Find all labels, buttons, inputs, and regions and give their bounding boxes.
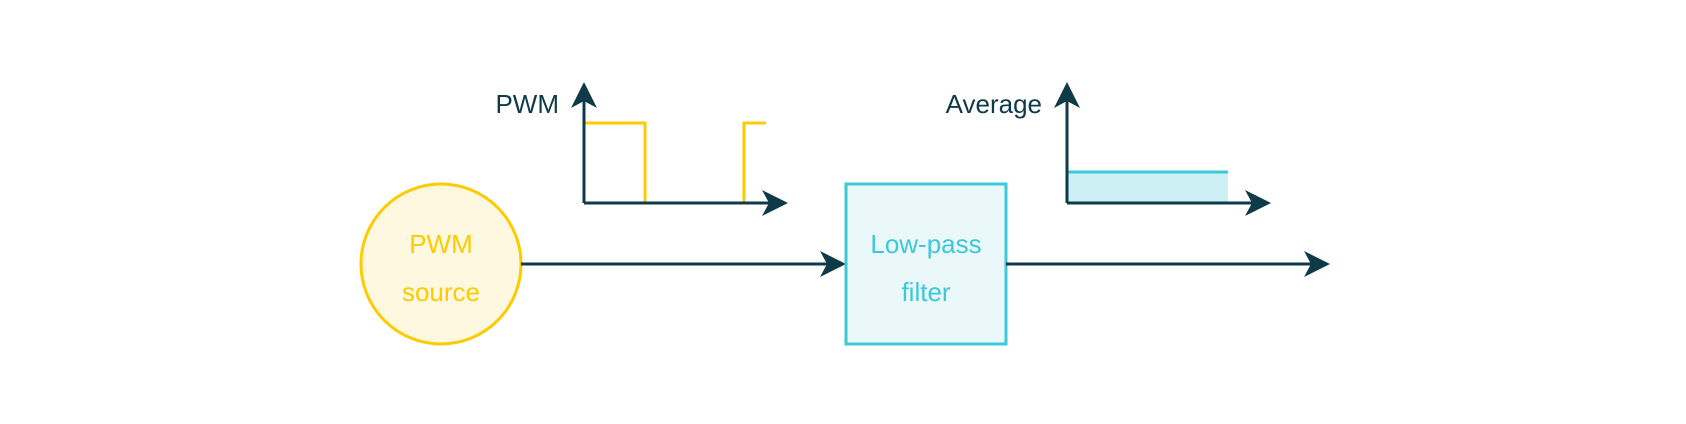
pwm-waveform <box>582 121 766 205</box>
low-pass-filter-box <box>844 182 1008 346</box>
filter-label-line2: filter <box>901 277 950 307</box>
pwm-source-circle <box>359 182 523 346</box>
average-level-area <box>1067 172 1228 203</box>
pwm-plot-label: PWM <box>495 89 559 119</box>
average-output-plot: Average <box>946 82 1271 216</box>
average-plot-label: Average <box>946 89 1042 119</box>
pwm-source-label-line2: source <box>402 277 480 307</box>
pwm-waveform-plot: PWM <box>495 82 788 216</box>
pwm-source-label-line1: PWM <box>409 229 473 259</box>
filter-label-line1: Low-pass <box>870 229 981 259</box>
pwm-source-node: PWM source <box>359 182 523 346</box>
low-pass-filter-node: Low-pass filter <box>844 182 1008 346</box>
